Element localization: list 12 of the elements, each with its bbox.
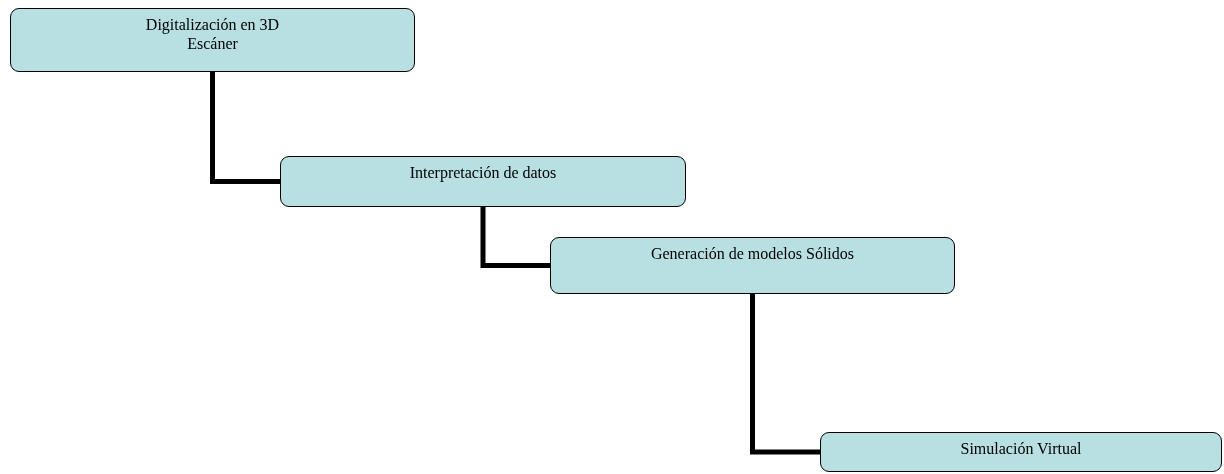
box-label: Escáner (187, 34, 238, 53)
process-box (280, 156, 686, 207)
box-label: Interpretación de datos (409, 163, 557, 182)
box-label: Digitalización en 3D (145, 15, 280, 34)
process-box (550, 237, 955, 294)
connector-line (480, 207, 550, 268)
box-label: Generación de modelos Sólidos (650, 244, 855, 263)
connector-line (750, 294, 820, 455)
process-box (820, 432, 1222, 472)
process-box (10, 8, 415, 72)
box-label: Simulación Virtual (960, 439, 1082, 458)
connector-line (210, 72, 280, 184)
